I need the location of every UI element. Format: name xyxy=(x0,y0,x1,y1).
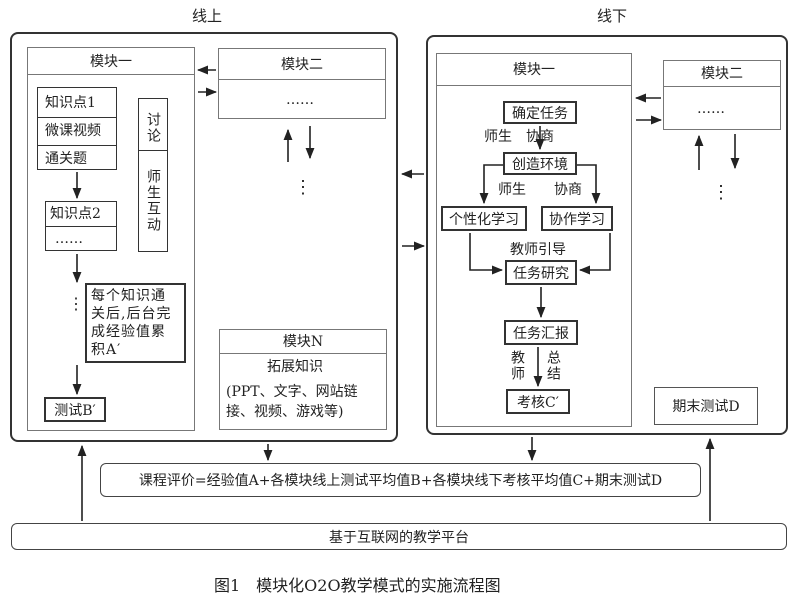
evaluation-formula: 课程评价=经验值A+各模块线上测试平均值B+各模块线下考核平均值C+期末测试D xyxy=(138,473,663,489)
online-module2 xyxy=(218,48,386,119)
offline-module1-header: 模块一 xyxy=(436,53,632,86)
online-test-label: 测试B′ xyxy=(54,402,96,419)
online-module2-title: 模块二 xyxy=(281,56,323,73)
assess-label: 考核C′ xyxy=(517,394,559,411)
knowledge-point-1: 知识点1 xyxy=(45,95,96,111)
online-vdots: ⋮ xyxy=(68,294,84,313)
assess-box: 考核C′ xyxy=(506,389,570,414)
collab-learning-box: 协作学习 xyxy=(541,206,613,231)
arrow-collab-research xyxy=(578,233,611,275)
divider xyxy=(37,117,117,118)
offline-module1-title: 模块一 xyxy=(513,62,555,78)
pass-quiz: 通关题 xyxy=(45,151,87,167)
task-box: 确定任务 xyxy=(503,101,577,124)
arrow-env-personal xyxy=(479,164,503,205)
report-box: 任务汇报 xyxy=(504,320,578,345)
offline-module2-vdots: ⋮ xyxy=(712,182,730,203)
teacher-label: 教师 xyxy=(509,350,525,382)
summary-box: 每个知识通关后,后台完成经验值累积A′ xyxy=(85,283,186,363)
online-title: 线上 xyxy=(192,7,223,25)
env-negotiation-label: 师生 协商 xyxy=(498,182,582,198)
online-module1-header: 模块一 xyxy=(27,47,195,75)
summary-label: 总结 xyxy=(545,350,561,382)
env-box: 创造环境 xyxy=(503,152,577,175)
offline-module2 xyxy=(663,60,781,130)
research-label: 任务研究 xyxy=(513,265,569,282)
module-n-title: 模块N xyxy=(282,334,324,350)
research-box: 任务研究 xyxy=(505,260,577,285)
module-n-subtitle: 拓展知识 xyxy=(267,359,323,375)
online-test-box: 测试B′ xyxy=(44,397,106,422)
final-test-label: 期末测试D xyxy=(672,399,740,415)
personal-learning-label: 个性化学习 xyxy=(449,211,519,228)
env-label: 创造环境 xyxy=(512,156,568,173)
micro-video: 微课视频 xyxy=(45,123,101,139)
collab-learning-label: 协作学习 xyxy=(549,211,605,228)
module-n xyxy=(219,329,387,430)
final-test-box: 期末测试D xyxy=(654,387,758,425)
offline-module2-title: 模块二 xyxy=(701,66,743,82)
online-module2-header: 模块二 xyxy=(218,48,386,80)
divider xyxy=(45,226,117,227)
knowledge-group-1 xyxy=(37,87,117,170)
figure-caption: 图1 模块化O2O教学模式的实施流程图 xyxy=(214,576,501,595)
offline-title: 线下 xyxy=(597,7,628,25)
platform-box: 基于互联网的教学平台 xyxy=(11,523,787,550)
interaction-label: 师生互动 xyxy=(145,169,161,233)
personal-learning-box: 个性化学习 xyxy=(441,206,527,231)
teacher-guide-label: 教师引导 xyxy=(510,242,566,258)
module-n-header: 模块N xyxy=(219,329,387,354)
report-label: 任务汇报 xyxy=(513,325,569,342)
knowledge-point-2: 知识点2 xyxy=(50,206,101,222)
platform-label: 基于互联网的教学平台 xyxy=(329,529,469,546)
knowledge-dots: …… xyxy=(55,231,83,247)
task-label: 确定任务 xyxy=(512,105,568,122)
online-module2-dots: …… xyxy=(286,92,314,108)
module-n-content: (PPT、文字、网站链接、视频、游戏等) xyxy=(226,384,358,420)
discussion-label: 讨论 xyxy=(145,112,161,144)
online-module1-title: 模块一 xyxy=(90,53,132,70)
arrow-env-collab xyxy=(577,164,601,205)
offline-module2-dots: …… xyxy=(697,101,725,117)
offline-module2-header: 模块二 xyxy=(663,60,781,87)
summary-text: 每个知识通关后,后台完成经验值累积A′ xyxy=(91,288,172,358)
arrow-personal-research xyxy=(469,233,504,275)
online-module2-vdots: ⋮ xyxy=(294,177,312,198)
evaluation-box: 课程评价=经验值A+各模块线上测试平均值B+各模块线下考核平均值C+期末测试D xyxy=(100,463,701,497)
divider xyxy=(37,145,117,146)
interaction-box: 师生互动 xyxy=(138,150,168,252)
